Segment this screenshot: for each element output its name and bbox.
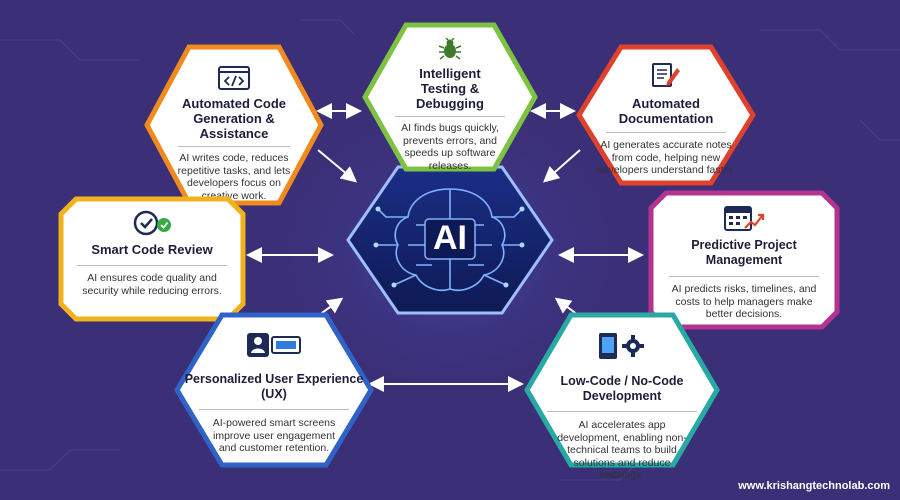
node-title: Automated Documentation [618, 96, 714, 126]
node-description: AI generates accurate notes from code, h… [596, 139, 736, 176]
document-edit-icon [652, 63, 680, 87]
node-title: Intelligent Testing & Debugging [416, 66, 484, 111]
node-description: AI ensures code quality and security whi… [82, 272, 222, 297]
website-url[interactable]: www.krishangtechnolab.com [738, 480, 890, 492]
user-screen-icon [247, 333, 301, 357]
node-title: Low-Code / No-Code Development [560, 374, 684, 403]
node-title: Smart Code Review [91, 242, 213, 257]
node-predictive-project-management[interactable]: Predictive Project Management AI predict… [648, 190, 840, 330]
center-ai-hexagon: AI [346, 165, 554, 315]
node-code-generation[interactable]: Automated Code Generation & Assistance A… [144, 44, 324, 206]
node-description: AI finds bugs quickly, prevents errors, … [401, 122, 499, 172]
node-description: AI accelerates app development, enabling… [557, 419, 687, 481]
code-icon [218, 66, 250, 90]
node-description: AI predicts risks, timelines, and costs … [671, 283, 817, 320]
node-description: AI writes code, reduces repetitive tasks… [177, 152, 291, 202]
calendar-chart-icon [724, 206, 765, 231]
arrow-codegen-center [317, 149, 358, 183]
node-personalized-ux[interactable]: Personalized User Experience (UX) AI-pow… [174, 312, 374, 468]
node-title: Automated Code Generation & Assistance [182, 96, 286, 141]
check-review-icon [133, 210, 171, 236]
arrow-docs-center [543, 149, 581, 183]
node-description: AI-powered smart screens improve user en… [212, 417, 336, 454]
node-title: Personalized User Experience (UX) [184, 372, 364, 401]
node-smart-code-review[interactable]: Smart Code Review AI ensures code qualit… [58, 196, 246, 322]
node-low-code-no-code[interactable]: Low-Code / No-Code Development AI accele… [524, 312, 720, 481]
bug-icon [438, 38, 462, 60]
node-automated-documentation[interactable]: Automated Documentation AI generates acc… [576, 44, 756, 186]
mobile-gear-icon [599, 333, 644, 359]
node-title: Predictive Project Management [691, 238, 797, 267]
node-intelligent-testing[interactable]: Intelligent Testing & Debugging AI finds… [362, 22, 538, 172]
center-label: AI [433, 218, 467, 257]
